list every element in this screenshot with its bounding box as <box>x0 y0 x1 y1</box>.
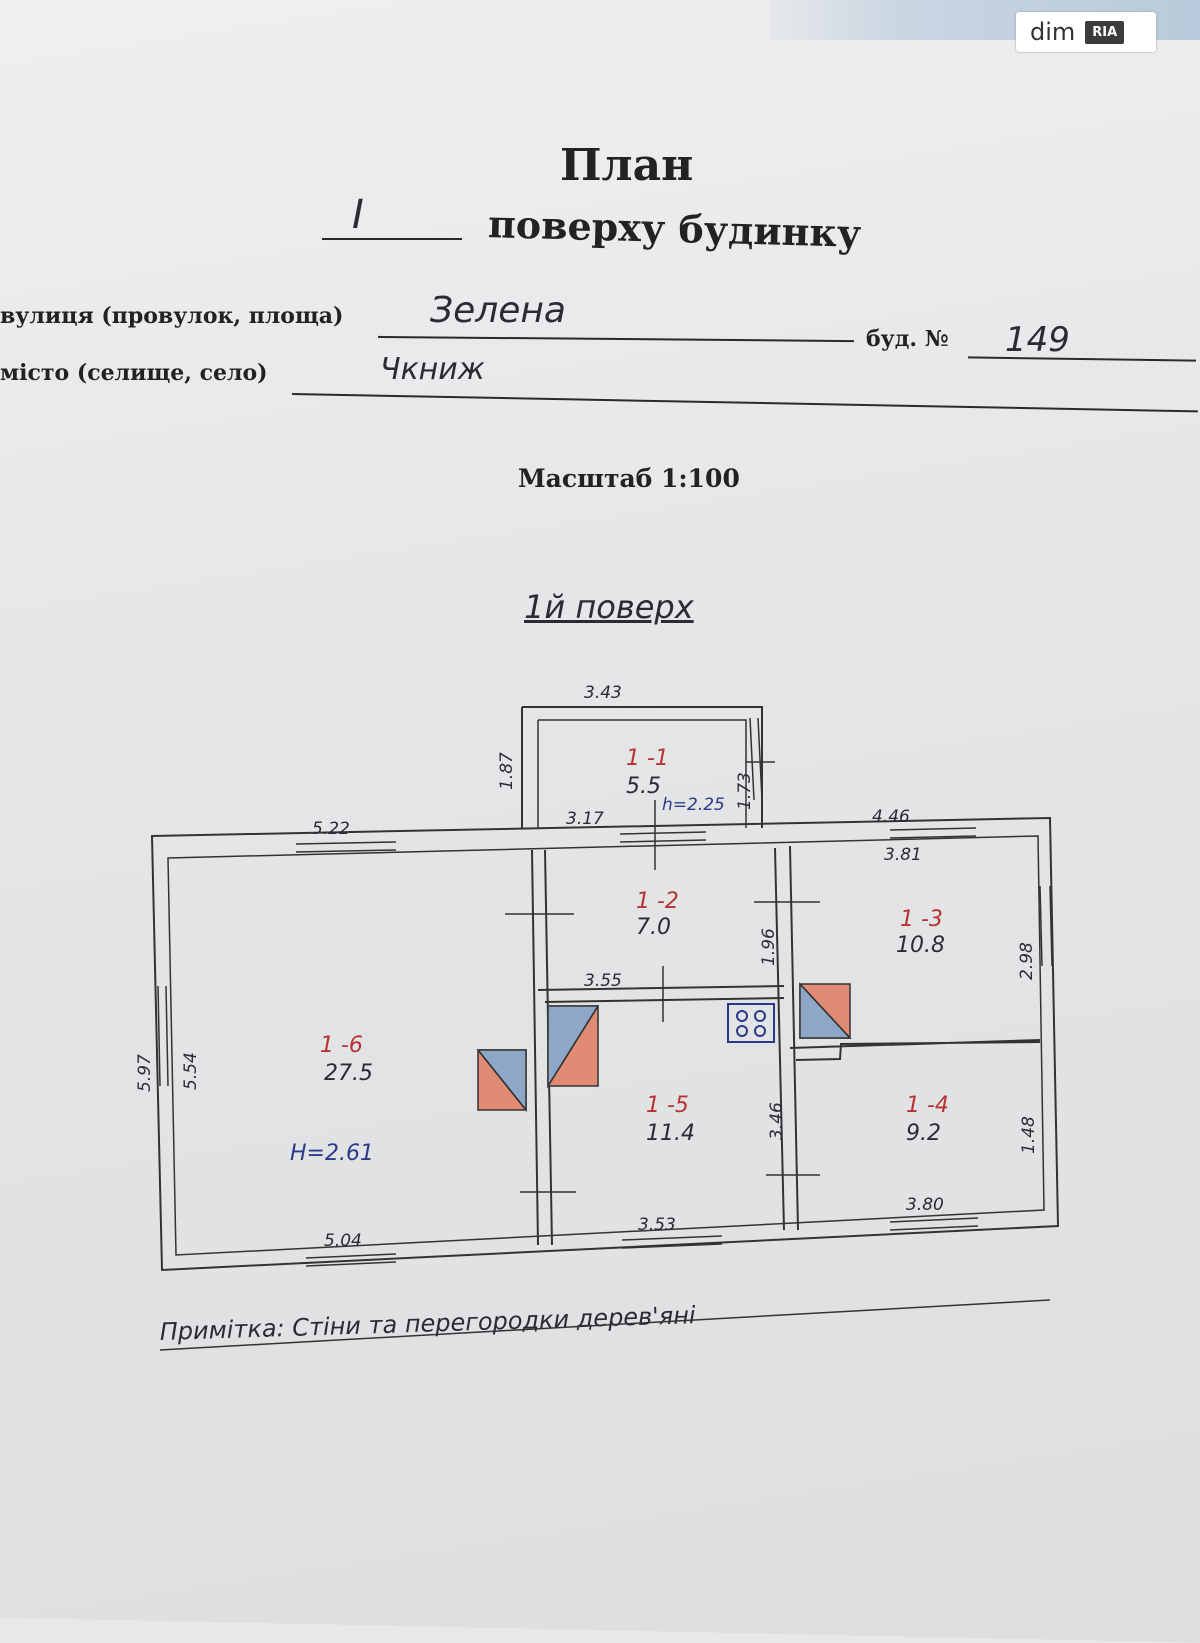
partition-wall-2-5 <box>537 985 785 1003</box>
street-value: Зелена <box>430 290 566 331</box>
scale-label: Масштаб 1:100 <box>518 464 740 493</box>
street-label: вулиця (провулок, площа) <box>0 303 344 329</box>
watermark-brand: RIA <box>1085 20 1125 44</box>
room-area-1-3: 10.8 <box>896 933 945 958</box>
dim-5-04: 5.04 <box>324 1231 362 1251</box>
dim-3-46: 3.46 <box>767 1102 787 1140</box>
dim-h-2-25: h=2.25 <box>662 795 725 815</box>
city-label: місто (селище, село) <box>0 360 268 386</box>
note-underline <box>159 1299 1051 1351</box>
watermark-badge: dim RIA <box>1016 12 1156 52</box>
room-label-1-2: 1 -2 <box>636 889 679 914</box>
dim-5-97: 5.97 <box>135 1054 155 1092</box>
dim-1-87: 1.87 <box>497 752 517 790</box>
dim-3-17: 3.17 <box>566 809 604 829</box>
floor-title: 1й поверх <box>524 588 694 626</box>
height-label: H=2.61 <box>290 1141 374 1166</box>
dim-5-22: 5.22 <box>312 819 350 839</box>
room-label-1-6: 1 -6 <box>320 1033 363 1058</box>
dim-3-43: 3.43 <box>584 683 622 703</box>
room-area-1-4: 9.2 <box>906 1121 941 1146</box>
dim-3-53: 3.53 <box>638 1215 676 1235</box>
dim-2-98: 2.98 <box>1017 942 1037 980</box>
room-area-1-5: 11.4 <box>646 1121 695 1146</box>
dim-3-81: 3.81 <box>884 845 922 865</box>
partition-wall-3-5 <box>774 845 799 1231</box>
house-label: буд. № <box>866 326 949 352</box>
plan-note: Примітка: Стіни та перегородки дерев'яні <box>159 1301 696 1346</box>
dim-3-80: 3.80 <box>906 1195 944 1215</box>
room-label-1-5: 1 -5 <box>646 1093 689 1118</box>
dim-1-73: 1.73 <box>735 772 755 810</box>
room-area-1-2: 7.0 <box>636 915 671 940</box>
partition-wall-3-4 <box>789 1039 1041 1061</box>
floor-number-line <box>322 238 462 240</box>
inner-wall <box>167 835 1045 1256</box>
watermark-site: dim <box>1030 18 1076 46</box>
room-label-1-4: 1 -4 <box>906 1093 949 1118</box>
dim-1-48: 1.48 <box>1019 1116 1039 1154</box>
house-value: 149 <box>1005 320 1070 360</box>
floor-plan: 1 -1 5.5 1 -2 7.0 1 -3 10.8 1 -4 9.2 1 -… <box>135 683 1060 1351</box>
dim-4-46: 4.46 <box>872 807 910 827</box>
stove-room-3 <box>799 982 852 1039</box>
dim-5-54: 5.54 <box>181 1052 201 1090</box>
outer-wall <box>150 816 1060 1272</box>
dim-3-55: 3.55 <box>584 971 622 991</box>
plan-title: План <box>560 140 694 191</box>
room-area-1-6: 27.5 <box>324 1061 373 1086</box>
stove-room-6 <box>476 1049 527 1113</box>
dim-1-96: 1.96 <box>759 928 779 966</box>
room-label-1-1: 1 -1 <box>626 746 669 771</box>
city-value: Чкниж <box>380 352 485 387</box>
room-area-1-1: 5.5 <box>626 774 661 799</box>
room-label-1-3: 1 -3 <box>900 907 943 932</box>
stove-room-5 <box>547 1005 600 1089</box>
floor-number: I <box>352 192 364 238</box>
gas-stove-icon <box>727 1003 775 1043</box>
